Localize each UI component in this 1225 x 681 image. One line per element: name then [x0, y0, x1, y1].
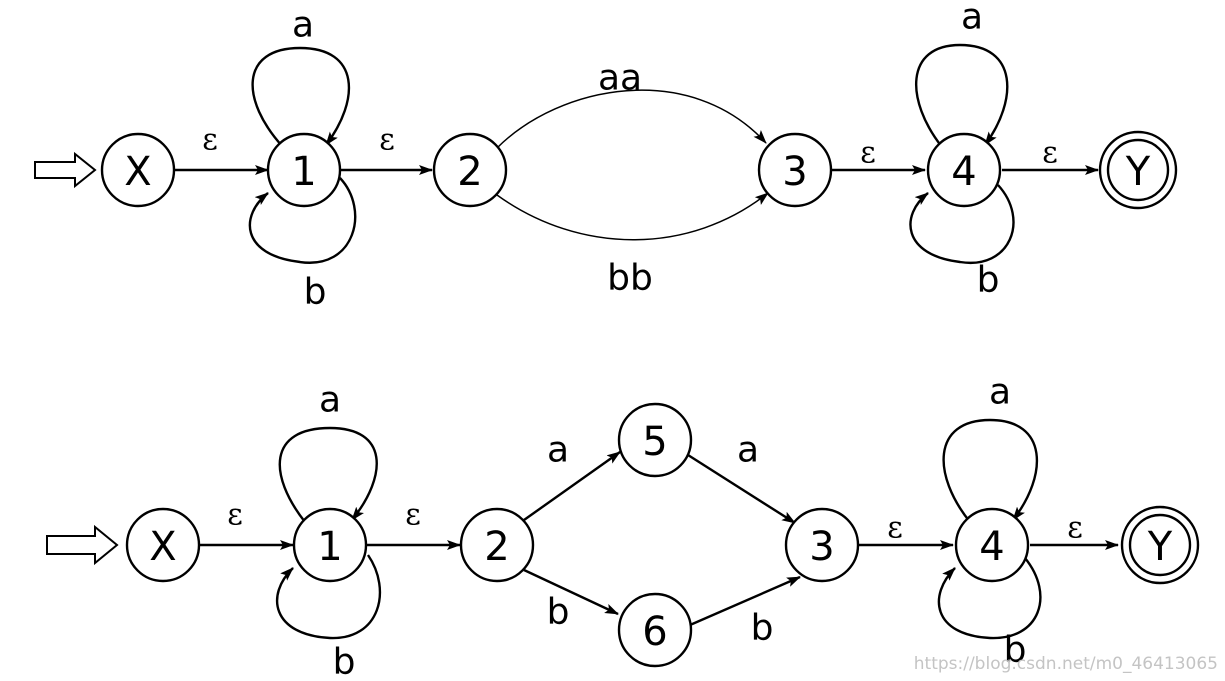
watermark-text: https://blog.csdn.net/m0_46413065 [914, 654, 1218, 674]
edge-3-4: ε [858, 511, 954, 550]
edge-4-loop-top: a [915, 0, 1009, 148]
edge-label: b [304, 272, 327, 313]
state-label: Y [1125, 149, 1151, 195]
edge-label: a [319, 380, 341, 421]
edge-1-loop-top: a [251, 5, 350, 148]
edge-label: bb [607, 258, 653, 299]
edge-4-y: ε [1002, 136, 1099, 175]
edge-label: ε [1067, 511, 1083, 546]
state-4: 4 [926, 132, 1002, 208]
edge-1-loop-top: a [278, 380, 378, 523]
edge-4-loop-top: a [942, 372, 1039, 523]
state-label: Y [1147, 524, 1173, 570]
edge-label: a [961, 0, 983, 38]
diagram-bottom: ε a b ε a a b b [46, 372, 1200, 681]
edge-x-1: ε [200, 498, 294, 550]
start-arrow-icon [34, 151, 97, 189]
edge-label: b [751, 608, 774, 649]
edge-1-loop-bottom: b [248, 177, 357, 313]
edge-2-5: a [523, 430, 621, 521]
edge-label: a [989, 372, 1011, 413]
edge-label: b [547, 592, 570, 633]
edge-label: ε [202, 123, 218, 158]
edge-label: ε [860, 136, 876, 171]
edge-5-3: a [687, 430, 796, 525]
state-1: 1 [266, 132, 342, 208]
state-y-accepting: Y [1098, 130, 1178, 210]
start-arrow-icon [46, 524, 119, 566]
edge-label: aa [598, 58, 642, 99]
edge-1-2: ε [340, 123, 433, 175]
state-1: 1 [292, 507, 368, 583]
edge-label: b [333, 642, 356, 681]
edge-label: a [737, 430, 759, 471]
edge-label: ε [405, 498, 421, 533]
edge-x-1: ε [175, 123, 269, 175]
state-y-accepting: Y [1120, 505, 1200, 585]
edge-2-6: b [523, 568, 619, 633]
state-label: 1 [317, 524, 342, 570]
edge-label: a [547, 430, 569, 471]
edge-label: ε [227, 498, 243, 533]
state-label: 5 [642, 419, 667, 465]
edge-3-4: ε [830, 136, 926, 175]
state-x: X [100, 132, 176, 208]
state-label: 3 [782, 149, 807, 195]
state-label: 3 [809, 524, 834, 570]
state-label: 2 [457, 149, 482, 195]
state-x: X [125, 507, 201, 583]
state-6: 6 [617, 592, 693, 668]
edge-1-2: ε [366, 498, 461, 550]
edge-label: a [292, 5, 314, 46]
edge-label: b [977, 260, 1000, 301]
state-5: 5 [617, 402, 693, 478]
state-label: 4 [951, 149, 976, 195]
state-label: 4 [979, 524, 1004, 570]
edge-label: b [1004, 630, 1027, 671]
edge-4-loop-bottom: b [909, 184, 1015, 301]
state-3: 3 [784, 507, 860, 583]
edge-4-loop-bottom: b [937, 557, 1042, 671]
state-label: 6 [642, 609, 667, 655]
edge-4-y: ε [1030, 511, 1119, 550]
state-2: 2 [459, 507, 535, 583]
edge-6-3: b [689, 575, 801, 649]
edge-2-3-upper: aa [496, 58, 767, 149]
state-label: X [149, 524, 176, 570]
edge-label: ε [887, 511, 903, 546]
state-label: X [124, 149, 151, 195]
diagram-top: ε a b ε aa bb ε a [34, 0, 1178, 313]
state-label: 2 [484, 524, 509, 570]
state-2: 2 [432, 132, 508, 208]
edge-label: ε [379, 123, 395, 158]
edge-1-loop-bottom: b [276, 554, 382, 681]
edge-label: ε [1042, 136, 1058, 171]
state-4: 4 [954, 507, 1030, 583]
state-label: 1 [291, 149, 316, 195]
edge-2-3-lower: bb [496, 192, 769, 299]
state-3: 3 [757, 132, 833, 208]
